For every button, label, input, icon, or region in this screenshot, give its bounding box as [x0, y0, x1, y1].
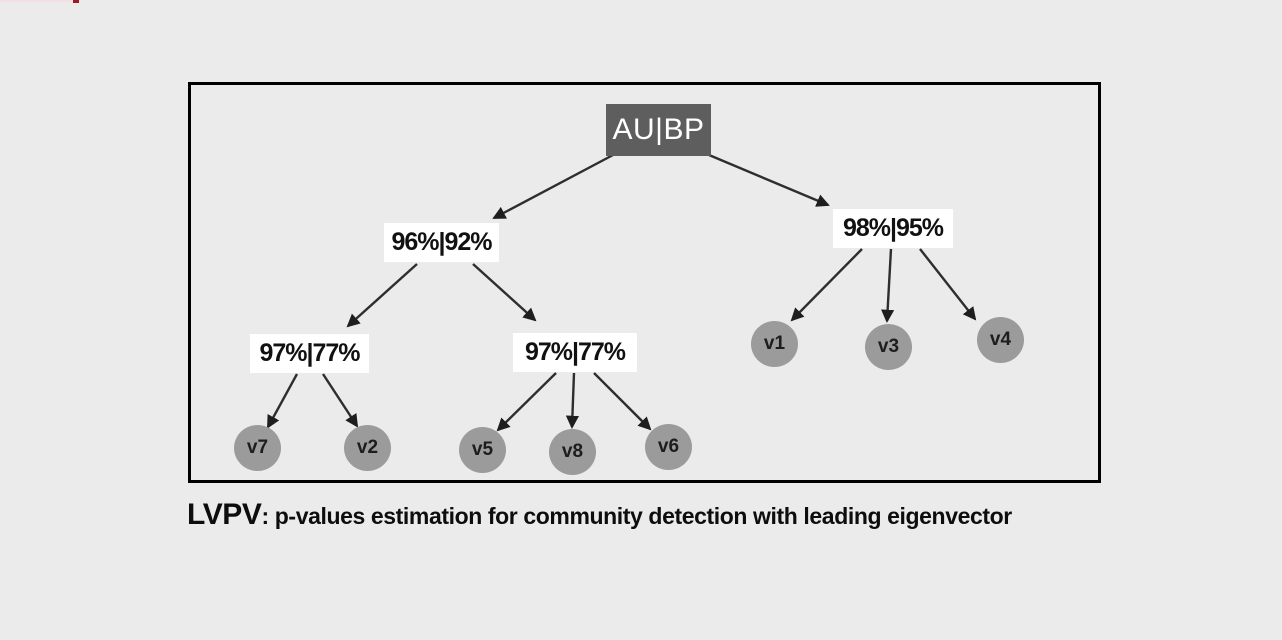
figure-frame: [188, 82, 1101, 483]
tree-node-96-92: 96%|92%: [384, 223, 499, 262]
caption-text: : p-values estimation for community dete…: [261, 503, 1013, 529]
tree-root-node: AU|BP: [606, 104, 711, 156]
leaf-node-v1: v1: [751, 321, 798, 367]
leaf-node-v5: v5: [459, 427, 506, 473]
leaf-label: v2: [356, 437, 379, 458]
tree-node-97-77-right: 97%|77%: [513, 333, 637, 372]
leaf-label: v7: [246, 437, 269, 458]
tree-node-98-95: 98%|95%: [833, 209, 953, 248]
leaf-label: v5: [471, 439, 494, 460]
leaf-label: v3: [877, 336, 900, 357]
tree-node-97-77-left: 97%|77%: [250, 334, 369, 373]
leaf-node-v7: v7: [234, 425, 281, 471]
leaf-node-v2: v2: [344, 425, 391, 471]
tree-node-label: 97%|77%: [524, 338, 626, 366]
top-edge-artifact-tick: [73, 0, 79, 3]
figure-caption: LVPV : p-values estimation for community…: [187, 498, 1197, 532]
leaf-label: v4: [989, 329, 1012, 350]
leaf-label: v8: [561, 441, 584, 462]
leaf-node-v4: v4: [977, 317, 1024, 363]
leaf-node-v3: v3: [865, 324, 912, 370]
leaf-node-v8: v8: [549, 429, 596, 475]
tree-node-label: 97%|77%: [259, 339, 360, 367]
tree-root-label: AU|BP: [612, 113, 705, 146]
leaf-node-v6: v6: [645, 424, 692, 470]
leaf-label: v6: [657, 436, 680, 457]
top-edge-artifact-line: [0, 0, 79, 2]
tree-node-label: 96%|92%: [391, 228, 492, 256]
tree-node-label: 98%|95%: [842, 214, 944, 242]
leaf-label: v1: [763, 333, 786, 354]
caption-term: LVPV: [187, 498, 262, 531]
